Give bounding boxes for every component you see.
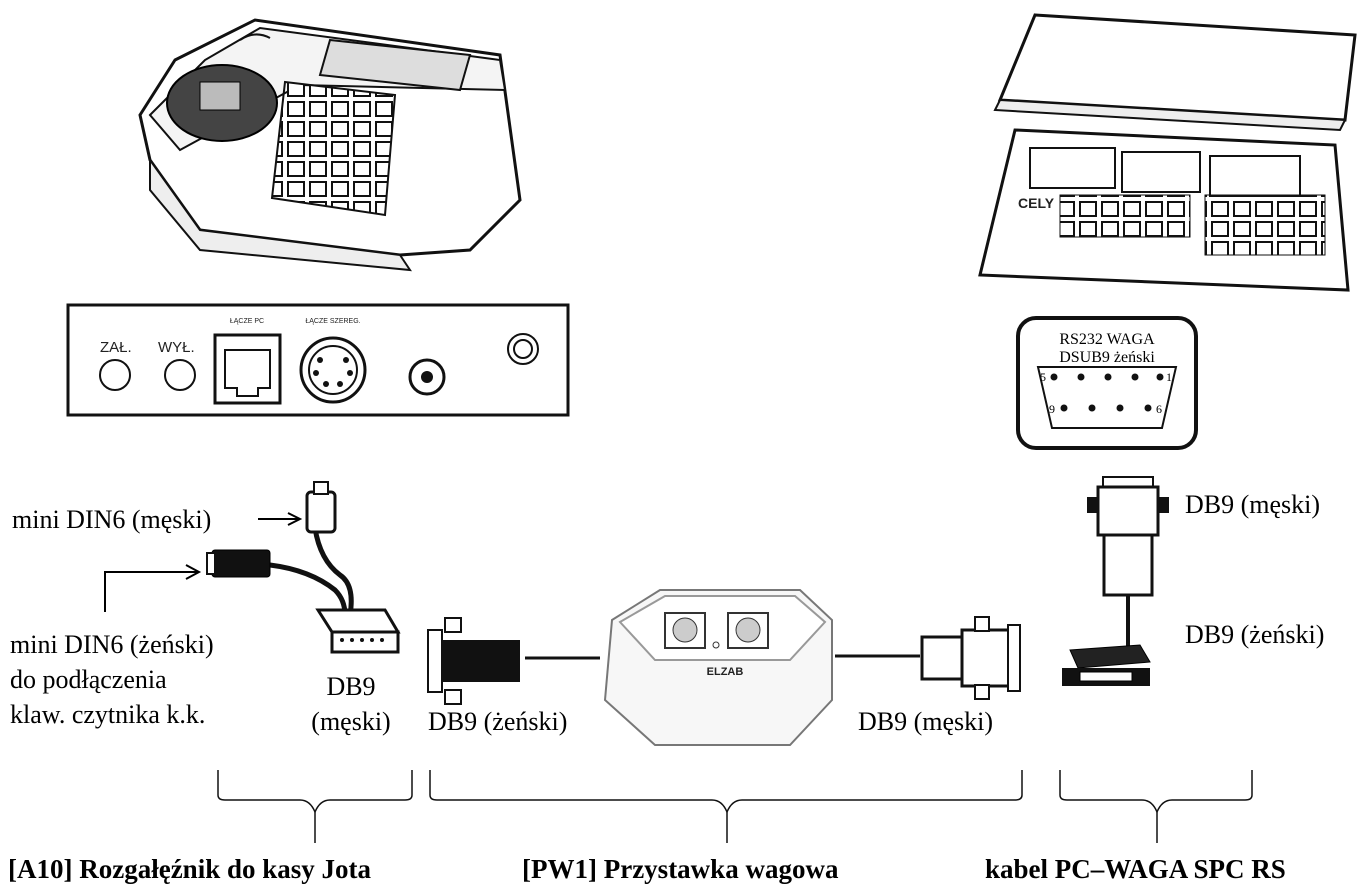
cable-db9-female-connector-icon	[1062, 644, 1151, 686]
cable-brace	[1059, 770, 1253, 814]
scale-rs232-port-box: RS232 WAGA DSUB9 żeński 5 1 9 6	[1016, 316, 1198, 450]
pin-1-label: 1	[1166, 370, 1172, 384]
off-switch-icon	[164, 359, 196, 391]
mini-din-port-icon	[299, 336, 367, 404]
mini-din-female-arrow	[104, 571, 198, 612]
mini-din-female-label-line2: do podłączenia	[10, 665, 167, 694]
rj45-port-icon	[213, 333, 282, 405]
mini-din-male-label: mini DIN6 (męski)	[12, 505, 211, 534]
scale-brand-label: CELY	[1018, 195, 1055, 211]
dsub9-female-port-icon	[1036, 366, 1178, 429]
weighing-adapter-box-icon: ELZAB	[603, 589, 833, 746]
adapter-db9-female-label: DB9 (żeński)	[428, 707, 567, 736]
adapter-db9-male-connector-icon	[920, 616, 1021, 700]
serial-port-label: ŁĄCZE SZEREG.	[305, 318, 360, 325]
mini-din-female-label-line1: mini DIN6 (żeński)	[10, 630, 214, 659]
pin-5-label: 5	[1040, 370, 1046, 384]
cable-title: kabel PC–WAGA SPC RS	[985, 854, 1286, 884]
on-switch-label: ZAŁ.	[100, 339, 132, 356]
pin-6-label: 6	[1156, 402, 1162, 416]
off-switch-label: WYŁ.	[158, 339, 195, 356]
scale-illustration: CELY	[978, 13, 1357, 292]
port-box-title-line2: DSUB9 żeński	[1059, 349, 1155, 366]
cash-register-illustration	[138, 18, 522, 272]
adapter-db9-female-connector-icon	[427, 617, 520, 705]
power-jack-icon	[408, 358, 446, 396]
adapter-brand-label: ELZAB	[707, 666, 744, 678]
splitter-db9-label-line1: DB9	[326, 672, 375, 701]
audio-jack-icon	[507, 333, 539, 365]
cable-db9-male-connector-icon	[1087, 476, 1169, 597]
port-box-title-line1: RS232 WAGA	[1059, 331, 1155, 348]
splitter-title: [A10] Rozgałęźnik do kasy Jota	[8, 854, 371, 884]
adapter-db9-male-label: DB9 (męski)	[858, 707, 993, 736]
splitter-brace	[217, 770, 413, 814]
cable-db9-male-label: DB9 (męski)	[1185, 490, 1320, 519]
cable-db9-female-label: DB9 (żeński)	[1185, 620, 1324, 649]
pin-9-label: 9	[1049, 402, 1055, 416]
mini-din-female-connector-icon	[206, 549, 271, 578]
mini-din-female-label-line3: klaw. czytnika k.k.	[10, 700, 205, 729]
adapter-brace	[429, 770, 1023, 814]
cash-register-back-panel: ZAŁ. WYŁ. ŁĄCZE PC ŁĄCZE SZEREG.	[66, 303, 570, 417]
splitter-cable-illustration	[206, 481, 401, 654]
on-switch-icon	[99, 359, 131, 391]
pc-port-label: ŁĄCZE PC	[230, 318, 264, 325]
mini-din-male-connector-icon	[305, 481, 337, 534]
adapter-title: [PW1] Przystawka wagowa	[522, 854, 839, 884]
splitter-db9-male-icon	[315, 608, 401, 654]
splitter-db9-label-line2: (męski)	[311, 707, 390, 736]
